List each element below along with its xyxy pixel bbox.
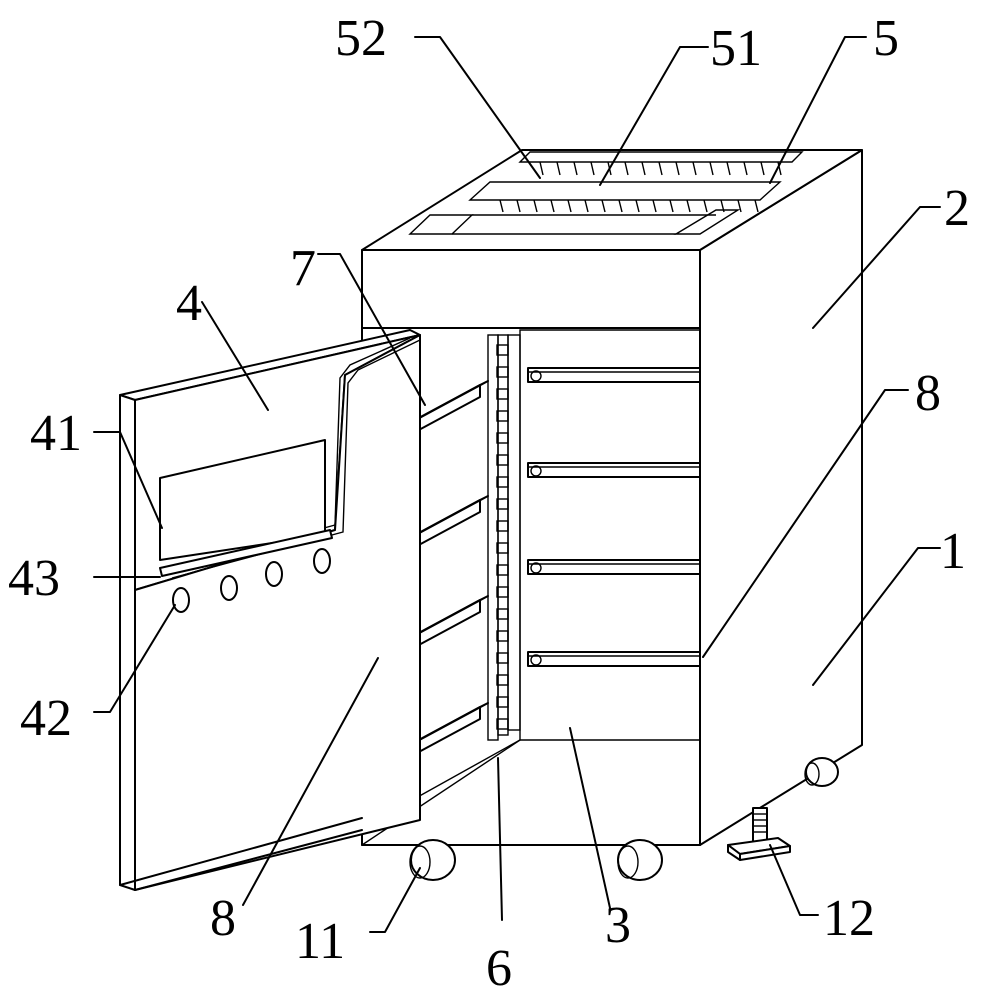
vent-fin [686, 199, 691, 213]
shelf-rail [527, 559, 701, 575]
control-buttons [172, 548, 331, 613]
vent-fin [590, 161, 595, 176]
rack-slot [496, 476, 509, 488]
vent-fin [652, 199, 657, 213]
rack-slot [496, 542, 509, 554]
label-12: 12 [823, 890, 875, 947]
vent-fin [573, 161, 578, 176]
control-button-4 [313, 548, 331, 574]
label-42: 42 [20, 690, 72, 747]
label-6: 6 [486, 940, 512, 997]
rack-slot [496, 344, 509, 356]
label-41: 41 [30, 405, 82, 462]
vent-fin [760, 161, 765, 176]
vent-fin [777, 161, 782, 176]
vent-fin [556, 161, 561, 176]
vent-fin [641, 161, 646, 176]
rack-slot [496, 498, 509, 510]
rack-slot [496, 564, 509, 576]
reference-numerals: 52 51 5 2 7 4 41 43 42 8 1 8 11 6 3 12 [8, 10, 970, 997]
vent-fin [550, 199, 555, 213]
rack-slot [496, 520, 509, 532]
rack-slots [496, 344, 509, 730]
label-52: 52 [335, 10, 387, 67]
ventilation-fins-lower [499, 199, 759, 213]
vent-fin [754, 199, 759, 213]
vent-fin [635, 199, 640, 213]
vent-fin [703, 199, 708, 213]
shelf-rail [527, 462, 701, 478]
vent-fin [709, 161, 714, 176]
vent-fin [726, 161, 731, 176]
leader-lines [93, 36, 941, 933]
label-1: 1 [940, 523, 966, 580]
cabinet-door [119, 329, 421, 891]
control-button-3 [265, 561, 283, 587]
vent-fin [601, 199, 606, 213]
label-5: 5 [873, 10, 899, 67]
vent-fin [669, 199, 674, 213]
shelf-rail-end [530, 654, 542, 666]
rack-slot [496, 388, 509, 400]
shelf-rail [527, 367, 701, 383]
label-8-left: 8 [210, 890, 236, 947]
vent-fin [743, 161, 748, 176]
ventilation-assembly [408, 151, 804, 235]
vent-fin [499, 199, 504, 213]
vent-fin [567, 199, 572, 213]
vent-fin [584, 199, 589, 213]
vent-fin [692, 161, 697, 176]
label-51: 51 [710, 20, 762, 77]
label-7: 7 [290, 240, 316, 297]
shelf-rail-end [530, 370, 542, 382]
rack-slot [496, 630, 509, 642]
control-button-2 [220, 575, 238, 601]
vent-fin [533, 199, 538, 213]
vent-fin [675, 161, 680, 176]
label-3: 3 [605, 897, 631, 954]
vent-fin [737, 199, 742, 213]
rack-slot [496, 366, 509, 378]
label-43: 43 [8, 550, 60, 607]
rack-slot [496, 454, 509, 466]
rack-slot [496, 652, 509, 664]
vent-fin [624, 161, 629, 176]
rack-slot [496, 410, 509, 422]
vent-fin [618, 199, 623, 213]
ventilation-fins-upper [539, 161, 782, 176]
right-shelf-rails [527, 367, 701, 667]
caster-wheels [409, 757, 839, 881]
cabinet-side-panel [699, 149, 863, 846]
rack-slot [496, 718, 509, 730]
label-11: 11 [295, 913, 345, 970]
shelf-rail-end [530, 562, 542, 574]
vertical-rack [487, 334, 521, 741]
shelf-rail-end [530, 465, 542, 477]
rack-slot [496, 608, 509, 620]
vent-fin [720, 199, 725, 213]
rack-slot [496, 674, 509, 686]
card-slot-strip [159, 529, 333, 577]
label-4: 4 [176, 275, 202, 332]
control-button-1 [172, 587, 190, 613]
rack-slot [496, 586, 509, 598]
rack-slot [496, 696, 509, 708]
shelf-rail [527, 651, 701, 667]
vent-fin [516, 199, 521, 213]
leveling-foot [727, 807, 791, 861]
rack-slot [496, 432, 509, 444]
label-8-right: 8 [915, 365, 941, 422]
label-2: 2 [944, 180, 970, 237]
vent-fin [539, 161, 544, 176]
vent-fin [658, 161, 663, 176]
